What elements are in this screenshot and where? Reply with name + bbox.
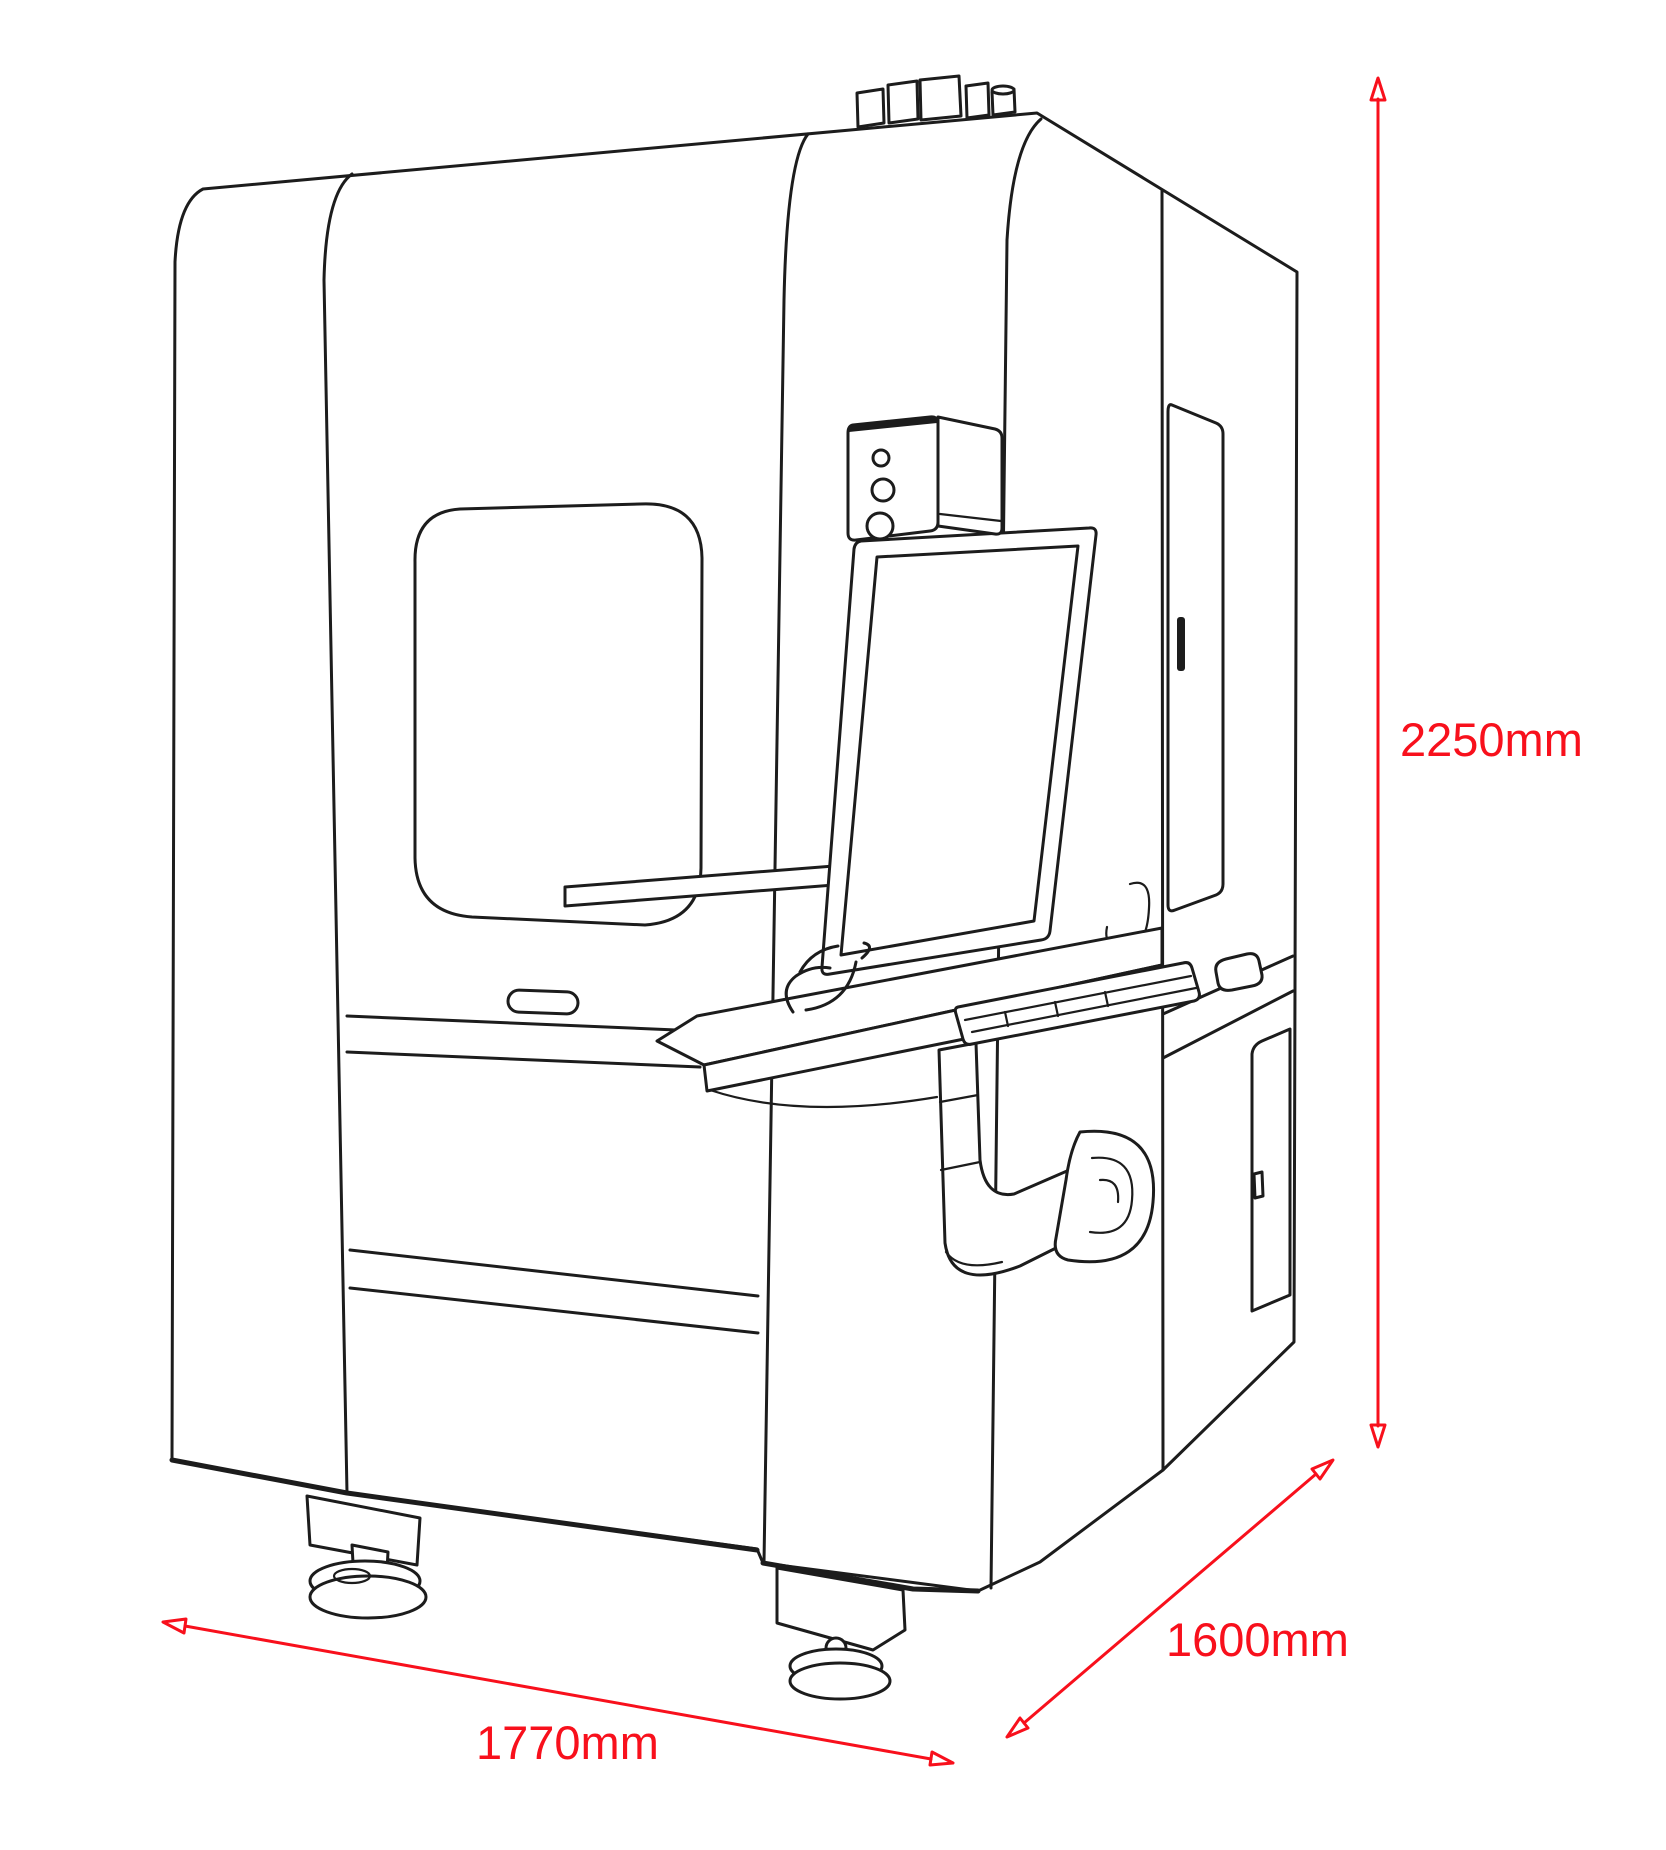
arrow-left-icon xyxy=(161,1617,188,1635)
arrow-down-left-icon xyxy=(1005,1716,1030,1739)
camera-port-small-icon xyxy=(871,448,891,468)
roof-connectors xyxy=(855,74,1017,129)
depth-dimension-label: 1600mm xyxy=(1166,1613,1349,1666)
leveling-foot-left xyxy=(305,1494,428,1620)
keyboard-sketch[interactable] xyxy=(953,952,1264,1046)
width-dimension-line xyxy=(183,1624,933,1761)
monitor-screen xyxy=(839,544,1080,957)
camera-port-medium-icon xyxy=(870,477,896,503)
front-seams xyxy=(345,1014,760,1335)
arrow-up-right-icon xyxy=(1310,1458,1335,1481)
height-dimension-label: 2250mm xyxy=(1400,713,1583,766)
cabinet-outline xyxy=(169,111,1299,1594)
machine-line-drawing xyxy=(169,74,1299,1701)
monitor[interactable] xyxy=(820,526,1098,976)
front-door-handle[interactable] xyxy=(506,988,580,1016)
depth-dimension-line xyxy=(1022,1472,1318,1725)
depth-dimension: 1600mm xyxy=(1005,1458,1349,1739)
side-door-lower-handle[interactable] xyxy=(1252,1170,1265,1200)
arrow-right-icon xyxy=(928,1750,955,1767)
front-door-window xyxy=(413,502,704,927)
mouse-sketch[interactable] xyxy=(1214,952,1264,992)
height-dimension: 2250mm xyxy=(1369,76,1583,1449)
leveling-foot-front xyxy=(775,1566,907,1701)
panel-seams xyxy=(322,117,1165,1590)
side-panel-upper xyxy=(1166,403,1225,913)
width-dimension-label: 1770mm xyxy=(476,1716,659,1769)
side-panel-upper-handle[interactable] xyxy=(1177,617,1185,671)
monitor-hinge-sketch xyxy=(784,941,871,1014)
support-arm xyxy=(937,881,1156,1277)
width-dimension: 1770mm xyxy=(161,1617,955,1769)
camera-port-large-icon xyxy=(865,511,895,541)
arrow-down-icon xyxy=(1369,1423,1387,1449)
arrow-up-icon xyxy=(1369,76,1387,102)
camera-unit xyxy=(846,415,1004,542)
side-door-lower xyxy=(1250,1027,1292,1313)
